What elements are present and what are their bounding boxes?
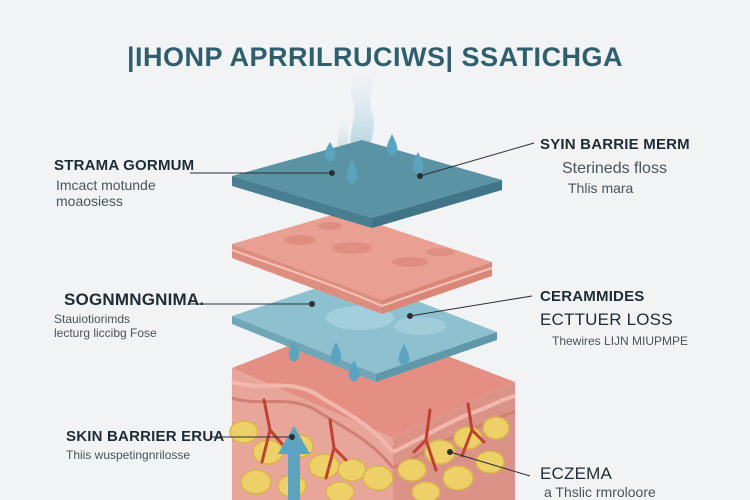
label-top-left-line2: moaosiess: [56, 193, 123, 209]
label-top-right-line2: Thlis mara: [568, 180, 634, 196]
epidermis-layer: [231, 212, 493, 314]
label-mid-right-line1: ECTTUER LOSS: [540, 310, 673, 329]
label-top-left-title: STRAMA GORMUM: [54, 157, 195, 174]
label-bottom-left-title: SKIN BARRIER ERUA: [66, 428, 225, 445]
label-mid-right-line2: Thewires LIJN MIUPMPE: [552, 334, 689, 348]
label-mid-left-line1: Stauiotiorimds: [54, 312, 131, 326]
label-mid-left-title: SOGNMNGNIMA.: [64, 290, 205, 309]
up-arrow-icon: [278, 426, 310, 500]
water-droplet-icon: [288, 134, 424, 382]
blood-vessels: [260, 398, 486, 480]
label-bottom-right-line1: a Thslic rmroloore: [544, 484, 656, 500]
label-bottom-right-title: ECZEMA: [540, 464, 613, 483]
label-top-left-line1: Imcact motunde: [56, 177, 156, 193]
leader-lines: [190, 142, 535, 477]
label-mid-right-title: CERAMMIDES: [540, 288, 645, 305]
label-bottom-left-line1: Thiis wuspetingnrilosse: [66, 448, 191, 462]
barrier-plate-top: [232, 140, 502, 228]
diagram-title: |IHONP APRRILRUCIWS| SSATICHGA: [126, 42, 624, 72]
label-top-right-title: SYIN BARRIE MERM: [540, 136, 690, 153]
label-top-right-line1: Sterineds floss: [562, 160, 667, 177]
label-mid-left-line2: lecturg liccibg Fose: [54, 326, 157, 340]
steam-vapor: [337, 70, 374, 152]
barrier-plate-middle: [232, 276, 497, 382]
